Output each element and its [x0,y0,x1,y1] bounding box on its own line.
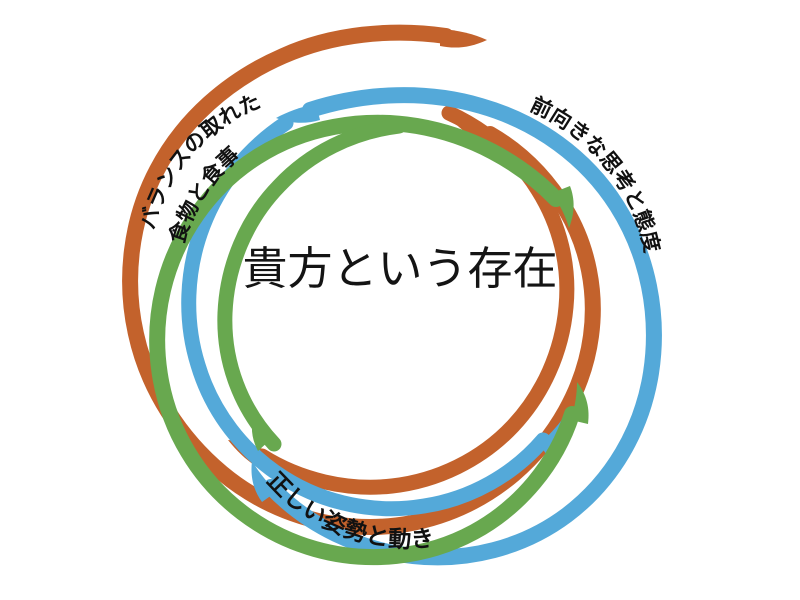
ring-posture [149,114,589,566]
ring-nutrition-stroke-main [122,24,601,535]
ring-mindset-cap-end [251,461,276,502]
ring-posture-cap-start [552,186,574,228]
ring-mindset-lap-cap [539,418,563,458]
ring-nutrition-cap-start [440,29,487,48]
center-label: 貴方という存在 [242,242,557,295]
ring-mindset-stroke-lap [181,115,551,517]
ring-posture-stroke-lap [217,118,407,452]
ring-posture-cap-end [571,382,589,424]
ring-posture-lap-cap [251,409,270,451]
